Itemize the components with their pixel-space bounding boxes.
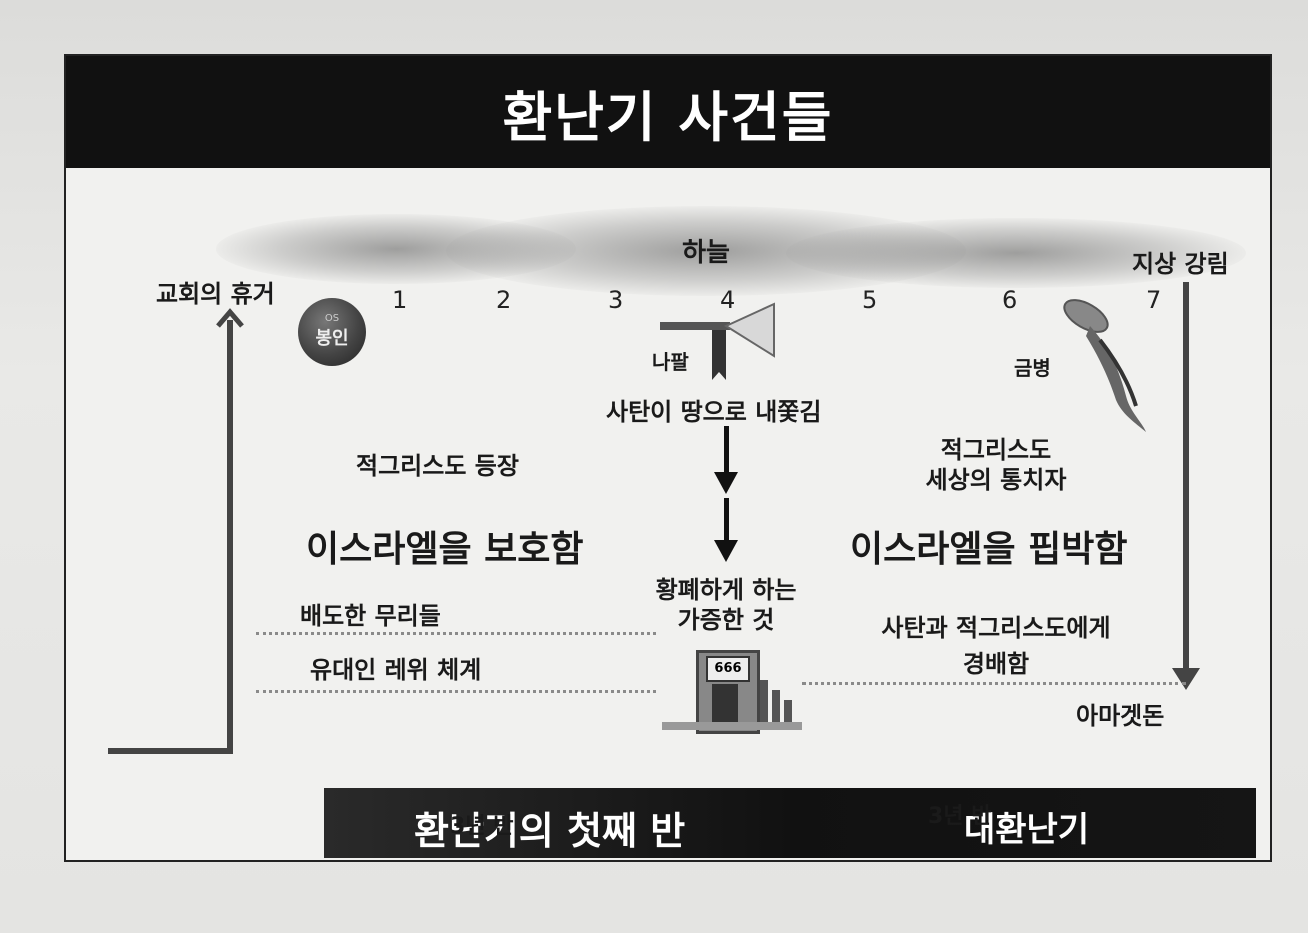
- abomination-line2: 가증한 것: [677, 606, 775, 634]
- dotted-line-upper: [256, 632, 656, 635]
- satan-cast-out-label: 사탄이 땅으로 내쫓김: [606, 398, 822, 426]
- dotted-line-lower-right: [802, 682, 1186, 685]
- second-coming-arrow-shaft: [1183, 282, 1189, 678]
- worship-line2: 경배함: [962, 650, 1030, 678]
- first-half-label: 환난기의 첫째 반: [414, 809, 686, 853]
- cloud: [786, 218, 1246, 288]
- number-1: 1: [392, 286, 408, 314]
- worship-line1: 사탄과 적그리스도에게: [881, 614, 1111, 642]
- second-coming-label: 지상 강림: [1132, 250, 1229, 278]
- up-arrow-icon: [216, 308, 244, 328]
- bowl-icon: [1063, 299, 1146, 432]
- number-3: 3: [608, 286, 624, 314]
- antichrist-appears-label: 적그리스도 등장: [356, 452, 519, 480]
- seal-icon: OS 봉인: [298, 298, 366, 366]
- seal-label: 봉인: [315, 328, 349, 349]
- number-7: 7: [1146, 286, 1162, 314]
- title-bar: 환난기 사건들: [66, 56, 1270, 168]
- apostates-label: 배도한 무리들: [300, 602, 441, 630]
- number-5: 5: [862, 286, 878, 314]
- rapture-arrow-shaft: [227, 320, 233, 754]
- antichrist-ruler-line1: 적그리스도: [940, 436, 1052, 464]
- armageddon-label: 아마겟돈: [1076, 702, 1165, 730]
- center-arrow-2-shaft: [724, 498, 729, 542]
- down-arrow-icon: [1172, 668, 1200, 690]
- persecute-israel-label: 이스라엘을 핍박함: [850, 529, 1128, 570]
- antichrist-ruler-line2: 세상의 통치자: [925, 466, 1067, 494]
- dotted-line-lower-left: [256, 690, 656, 693]
- center-arrow-2-head: [714, 540, 738, 562]
- page-title: 환난기 사건들: [502, 85, 834, 149]
- abomination-line1: 황폐하게 하는: [655, 576, 797, 604]
- great-tribulation-label: 대환난기: [964, 810, 1090, 850]
- second-half-duration: 3년 반: [928, 804, 992, 829]
- number-2: 2: [496, 286, 512, 314]
- rapture-arrow-base: [108, 748, 233, 754]
- heaven-label: 하늘: [682, 238, 730, 268]
- temple-number: 666: [706, 656, 750, 682]
- center-arrow-1-shaft: [724, 426, 729, 474]
- diagram-frame: 환난기 사건들 하늘 교회의 휴거 지상 강림 1 2 3 4 5 6 7: [64, 54, 1272, 862]
- protect-israel-label: 이스라엘을 보호함: [306, 529, 584, 570]
- number-4: 4: [720, 286, 736, 314]
- number-6: 6: [1002, 286, 1018, 314]
- rapture-label: 교회의 휴거: [156, 280, 275, 308]
- center-arrow-1-head: [714, 472, 738, 494]
- levitical-system-label: 유대인 레위 체계: [310, 656, 482, 684]
- seal-small-text: OS: [324, 313, 340, 324]
- trumpet-label: 나팔: [652, 350, 689, 374]
- timeline-bar: 환난기의 첫째 반 대환난기: [324, 788, 1256, 858]
- trumpet-icon: [660, 302, 775, 380]
- bowl-label: 금병: [1014, 356, 1051, 380]
- first-half-duration: 3년 반: [450, 814, 514, 839]
